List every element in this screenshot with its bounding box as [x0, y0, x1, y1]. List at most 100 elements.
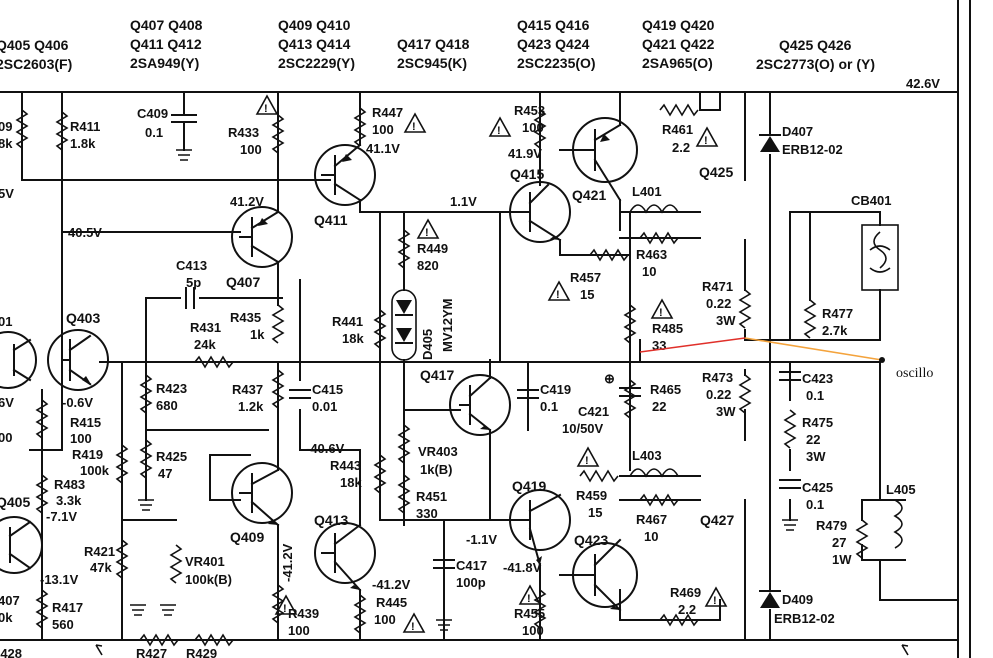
probe-line-red — [639, 337, 746, 353]
value-r465: 22 — [652, 399, 666, 414]
resistor-r439 — [271, 584, 285, 624]
value-r421: 47k — [90, 560, 112, 575]
label-c415: C415 — [312, 382, 343, 397]
svg-text:!: ! — [713, 595, 717, 607]
label-r465: R465 — [650, 382, 681, 397]
polarity-plus-icon: ⊕ — [604, 371, 615, 386]
capacitor-c423 — [779, 371, 801, 381]
resistor-r475 — [783, 409, 797, 449]
resistor-r445 — [353, 594, 367, 634]
label-vr403: VR403 — [418, 444, 458, 459]
inductor-l405 — [893, 499, 903, 549]
label-r467: R467 — [636, 512, 667, 527]
header-q405: Q405 Q406 — [0, 37, 69, 53]
label-r421: R421 — [84, 544, 115, 559]
resistor-r421 — [115, 539, 129, 579]
voltage-neg-41-2-vertical: -41.2V — [280, 543, 295, 582]
label-l403: L403 — [632, 448, 662, 463]
label-r443: R443 — [330, 458, 361, 473]
value-r451: 330 — [416, 506, 438, 521]
warning-icon: ! — [416, 218, 440, 239]
label-q425: Q425 — [699, 164, 733, 180]
value-r419: 100k — [80, 463, 110, 478]
label-r419: R419 — [72, 447, 103, 462]
value-r479: 27 — [832, 535, 846, 550]
header-q415: Q415 Q416 — [517, 17, 590, 33]
label-q405: Q405 — [0, 494, 30, 510]
value-r431: 24k — [194, 337, 216, 352]
label-c409: C409 — [137, 106, 168, 121]
value-d407: ERB12-02 — [782, 142, 843, 157]
header-2sc2603: 2SC2603(F) — [0, 56, 72, 72]
label-c425: C425 — [802, 480, 833, 495]
resistor-r443 — [373, 454, 387, 494]
label-r457: R457 — [570, 270, 601, 285]
value-c421: 10/50V — [562, 421, 604, 436]
label-q423: Q423 — [574, 532, 608, 548]
warning-icon: ! — [488, 116, 512, 137]
transistor-q413 — [314, 522, 376, 592]
label-cb401: CB401 — [851, 193, 891, 208]
voltage-6: 6V — [0, 395, 14, 410]
inductor-l403 — [629, 468, 679, 478]
transistor-q417 — [449, 374, 511, 436]
svg-text:!: ! — [497, 125, 501, 137]
label-r473: R473 — [702, 370, 733, 385]
voltage-neg-13-1: -13.1V — [40, 572, 79, 587]
header-q421: Q421 Q422 — [642, 36, 715, 52]
value-r443: 18k — [340, 475, 362, 490]
resistor-r431 — [194, 355, 234, 369]
voltage-42-6: 42.6V — [906, 76, 940, 91]
value-r473: 0.22 — [706, 387, 731, 402]
value-r433: 100 — [240, 142, 262, 157]
label-vr401: VR401 — [185, 554, 225, 569]
svg-text:!: ! — [411, 621, 415, 633]
transistor-q411 — [314, 143, 376, 206]
value-r445: 100 — [374, 612, 396, 627]
warning-icon: ! — [547, 280, 571, 301]
resistors — [15, 103, 869, 647]
resistor-r423 — [139, 374, 153, 414]
header-2sc945: 2SC945(K) — [397, 55, 467, 71]
header-q425: Q425 Q426 — [779, 37, 852, 53]
svg-text:!: ! — [264, 103, 268, 115]
transistor-q401 — [0, 331, 37, 389]
label-q417: Q417 — [420, 367, 454, 383]
value-r469: 2.2 — [678, 602, 696, 617]
capacitor-c409 — [171, 91, 197, 151]
label-r479: R479 — [816, 518, 847, 533]
watt-r479: 1W — [832, 552, 852, 567]
resistor-r479 — [855, 519, 869, 559]
resistor-r459 — [579, 469, 619, 483]
value-d405: MV12YM — [440, 299, 455, 352]
value-r417: 560 — [52, 617, 74, 632]
label-r469: R469 — [670, 585, 701, 600]
label-r423: R423 — [156, 381, 187, 396]
diodes — [391, 134, 781, 608]
voltage-5: 5V — [0, 186, 14, 201]
component-labels: 42.6V 09 8k 5V R411 1.8k 40.5V C409 0.1 … — [0, 76, 940, 658]
arrow-marks — [95, 644, 909, 656]
warning-icon: ! — [255, 94, 279, 115]
label-r449: R449 — [417, 241, 448, 256]
label-q419: Q419 — [512, 478, 546, 494]
resistor-r419 — [115, 444, 129, 484]
watt-r473: 3W — [716, 404, 736, 419]
circuit-breaker-cb401 — [861, 224, 899, 291]
label-r435: R435 — [230, 310, 261, 325]
value-r435: 1k — [250, 327, 265, 342]
value-c415: 0.01 — [312, 399, 337, 414]
probe-point — [879, 357, 885, 363]
svg-text:!: ! — [527, 593, 531, 605]
label-q409: Q409 — [230, 529, 264, 545]
resistor-r425 — [139, 439, 153, 479]
label-r461: R461 — [662, 122, 693, 137]
warning-icon: ! — [704, 586, 728, 607]
oscillo-label: oscillo — [896, 366, 933, 381]
resistor-r469 — [659, 613, 699, 627]
label-d407: D407 — [782, 124, 813, 139]
label-l405: L405 — [886, 482, 916, 497]
label-q413: Q413 — [314, 512, 348, 528]
diode-d409 — [759, 590, 781, 608]
svg-text:!: ! — [585, 455, 589, 467]
